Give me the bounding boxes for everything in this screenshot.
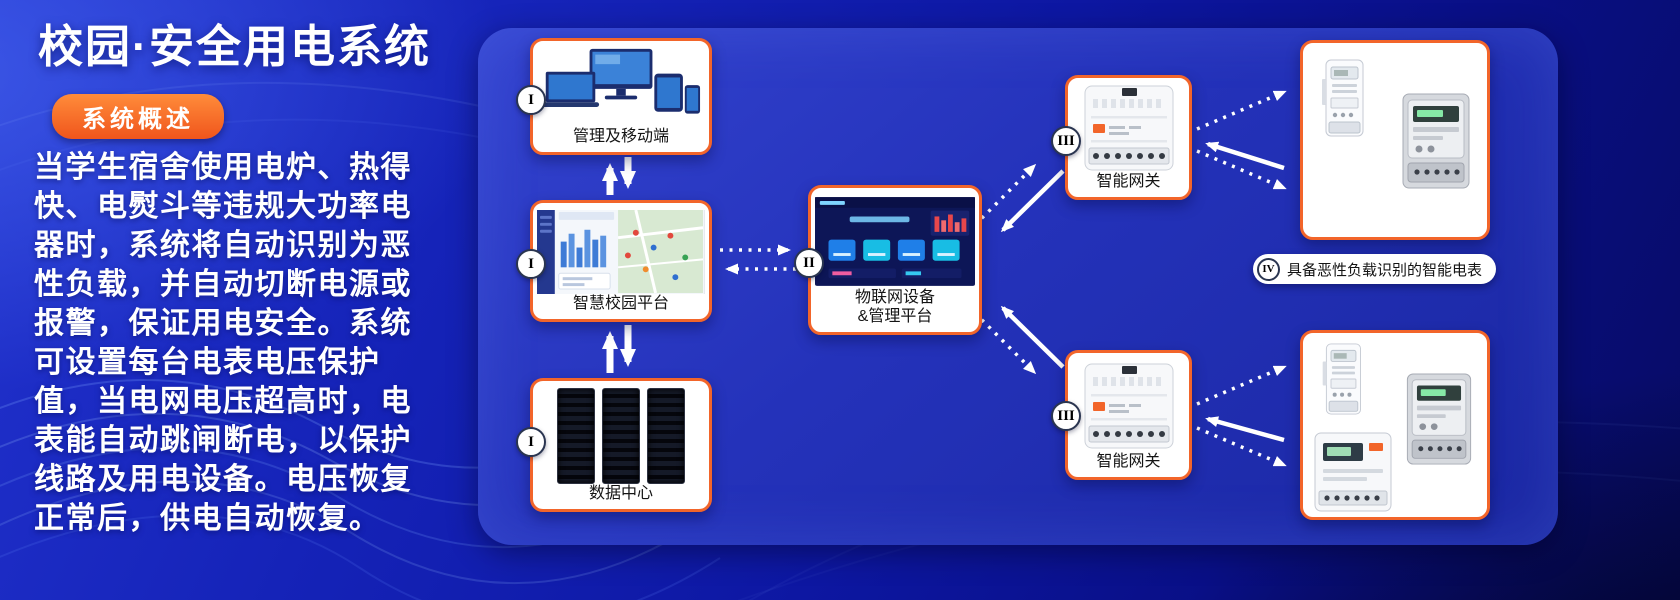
node-label: 智能网关 (1096, 452, 1161, 470)
smart-meters-caption-label: 具备恶性负载识别的智能电表 (1287, 261, 1483, 279)
numeral-badge-iot-platform: II (794, 248, 824, 278)
numeral-badge-smart-meters: IV (1257, 257, 1280, 281)
smart-meter-illustration (1405, 373, 1473, 470)
node-label: 智慧校园平台 (572, 294, 669, 312)
overview-badge: 系统概述 (52, 94, 224, 139)
smart-meter-illustration (1313, 431, 1393, 518)
node-management-mobile: 管理及移动端 I (516, 38, 712, 155)
server-rack (557, 388, 595, 484)
numeral-badge-campus-platform: I (516, 249, 546, 279)
devices-illustration (538, 48, 704, 127)
server-rack (602, 388, 640, 484)
smart-meter-illustration (1401, 93, 1471, 194)
node-label: 数据中心 (588, 484, 653, 502)
node-label-line2: &管理平台 (857, 307, 933, 325)
server-rack (647, 388, 685, 484)
gateway-illustration (1079, 85, 1179, 172)
node-label-line1: 物联网设备 (854, 288, 935, 306)
system-description: 当学生宿舍使用电炉、热得 快、电熨斗等违规大功率电 器时，系统将自动识别为恶 性… (34, 151, 412, 535)
node-gateway-top: 智能网关 III (1051, 75, 1192, 200)
server-racks-illustration (557, 388, 685, 484)
node-gateway-bottom: 智能网关 III (1051, 350, 1192, 480)
campus-dashboard-illustration (537, 210, 705, 294)
node-data-center: 数据中心 I (516, 378, 712, 512)
smart-meter-illustration (1321, 59, 1367, 142)
meters-box-bottom (1300, 330, 1490, 520)
numeral-badge-gateway-bottom: III (1051, 401, 1081, 431)
diagram-panel: 管理及移动端 I (478, 28, 1558, 545)
node-campus-platform: 智慧校园平台 I (516, 200, 712, 322)
node-label: 智能网关 (1096, 172, 1161, 190)
node-iot-platform: 物联网设备 &管理平台 II (794, 185, 982, 335)
node-label: 物联网设备 &管理平台 (855, 288, 935, 328)
node-label: 管理及移动端 (572, 127, 669, 145)
numeral-badge-data-center: I (516, 427, 546, 457)
iot-dashboard-illustration (815, 195, 975, 288)
page-title: 校园·安全用电系统 (38, 21, 431, 72)
meters-box-top (1300, 40, 1490, 240)
smart-meters-caption: IV 具备恶性负载识别的智能电表 (1253, 254, 1497, 284)
gateway-illustration (1079, 360, 1179, 452)
smart-meter-illustration (1321, 343, 1365, 420)
numeral-badge-management: I (516, 85, 546, 115)
numeral-badge-gateway-top: III (1051, 126, 1081, 156)
